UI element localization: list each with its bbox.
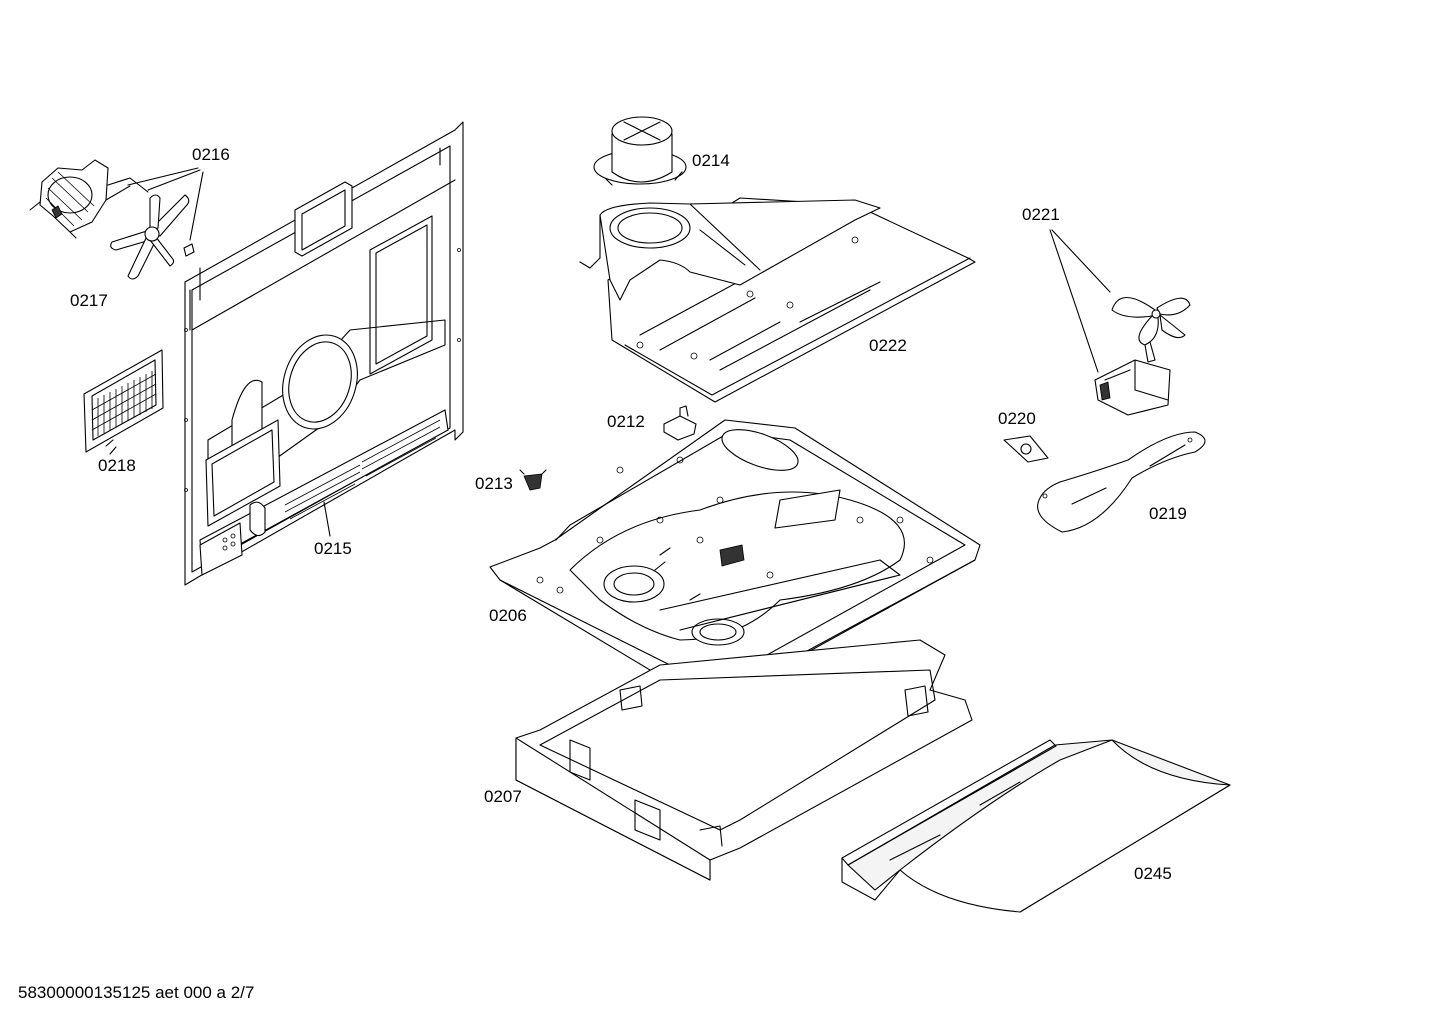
leader-lines xyxy=(109,446,331,537)
label-0245: 0245 xyxy=(1134,864,1172,883)
bracket-drawing xyxy=(1003,435,1049,463)
duct-top-drawing xyxy=(593,116,687,186)
drawing-code: 58300000135125 aet 000 a 2/7 xyxy=(18,983,254,1002)
part-labels: 0216 0217 0218 0215 0214 0222 0221 0212 … xyxy=(70,145,1187,883)
label-0207: 0207 xyxy=(484,787,522,806)
back-panel-drawing xyxy=(184,121,464,586)
label-0213: 0213 xyxy=(475,474,513,493)
switch-drawing xyxy=(663,405,697,441)
duct-tray-drawing xyxy=(579,197,976,403)
bottom-plate-drawing xyxy=(489,419,981,701)
cooling-fan-drawing xyxy=(1049,229,1191,416)
base-frame-drawing xyxy=(515,639,973,881)
label-0218: 0218 xyxy=(98,456,136,475)
label-0222: 0222 xyxy=(869,336,907,355)
label-0219: 0219 xyxy=(1149,504,1187,523)
drip-tray-drawing xyxy=(841,739,1231,913)
label-0220: 0220 xyxy=(998,409,1036,428)
grille-drawing xyxy=(83,349,164,453)
label-0221: 0221 xyxy=(1022,205,1060,224)
label-0206: 0206 xyxy=(489,606,527,625)
fan-motor-drawing xyxy=(29,159,149,239)
label-0215: 0215 xyxy=(314,539,352,558)
label-0212: 0212 xyxy=(607,412,645,431)
label-0217: 0217 xyxy=(70,291,108,310)
label-0216: 0216 xyxy=(192,145,230,164)
fan-blade-drawing xyxy=(110,167,204,280)
label-0214: 0214 xyxy=(692,151,730,170)
cover-plate-drawing xyxy=(1037,431,1206,533)
clip-drawing xyxy=(519,469,547,491)
